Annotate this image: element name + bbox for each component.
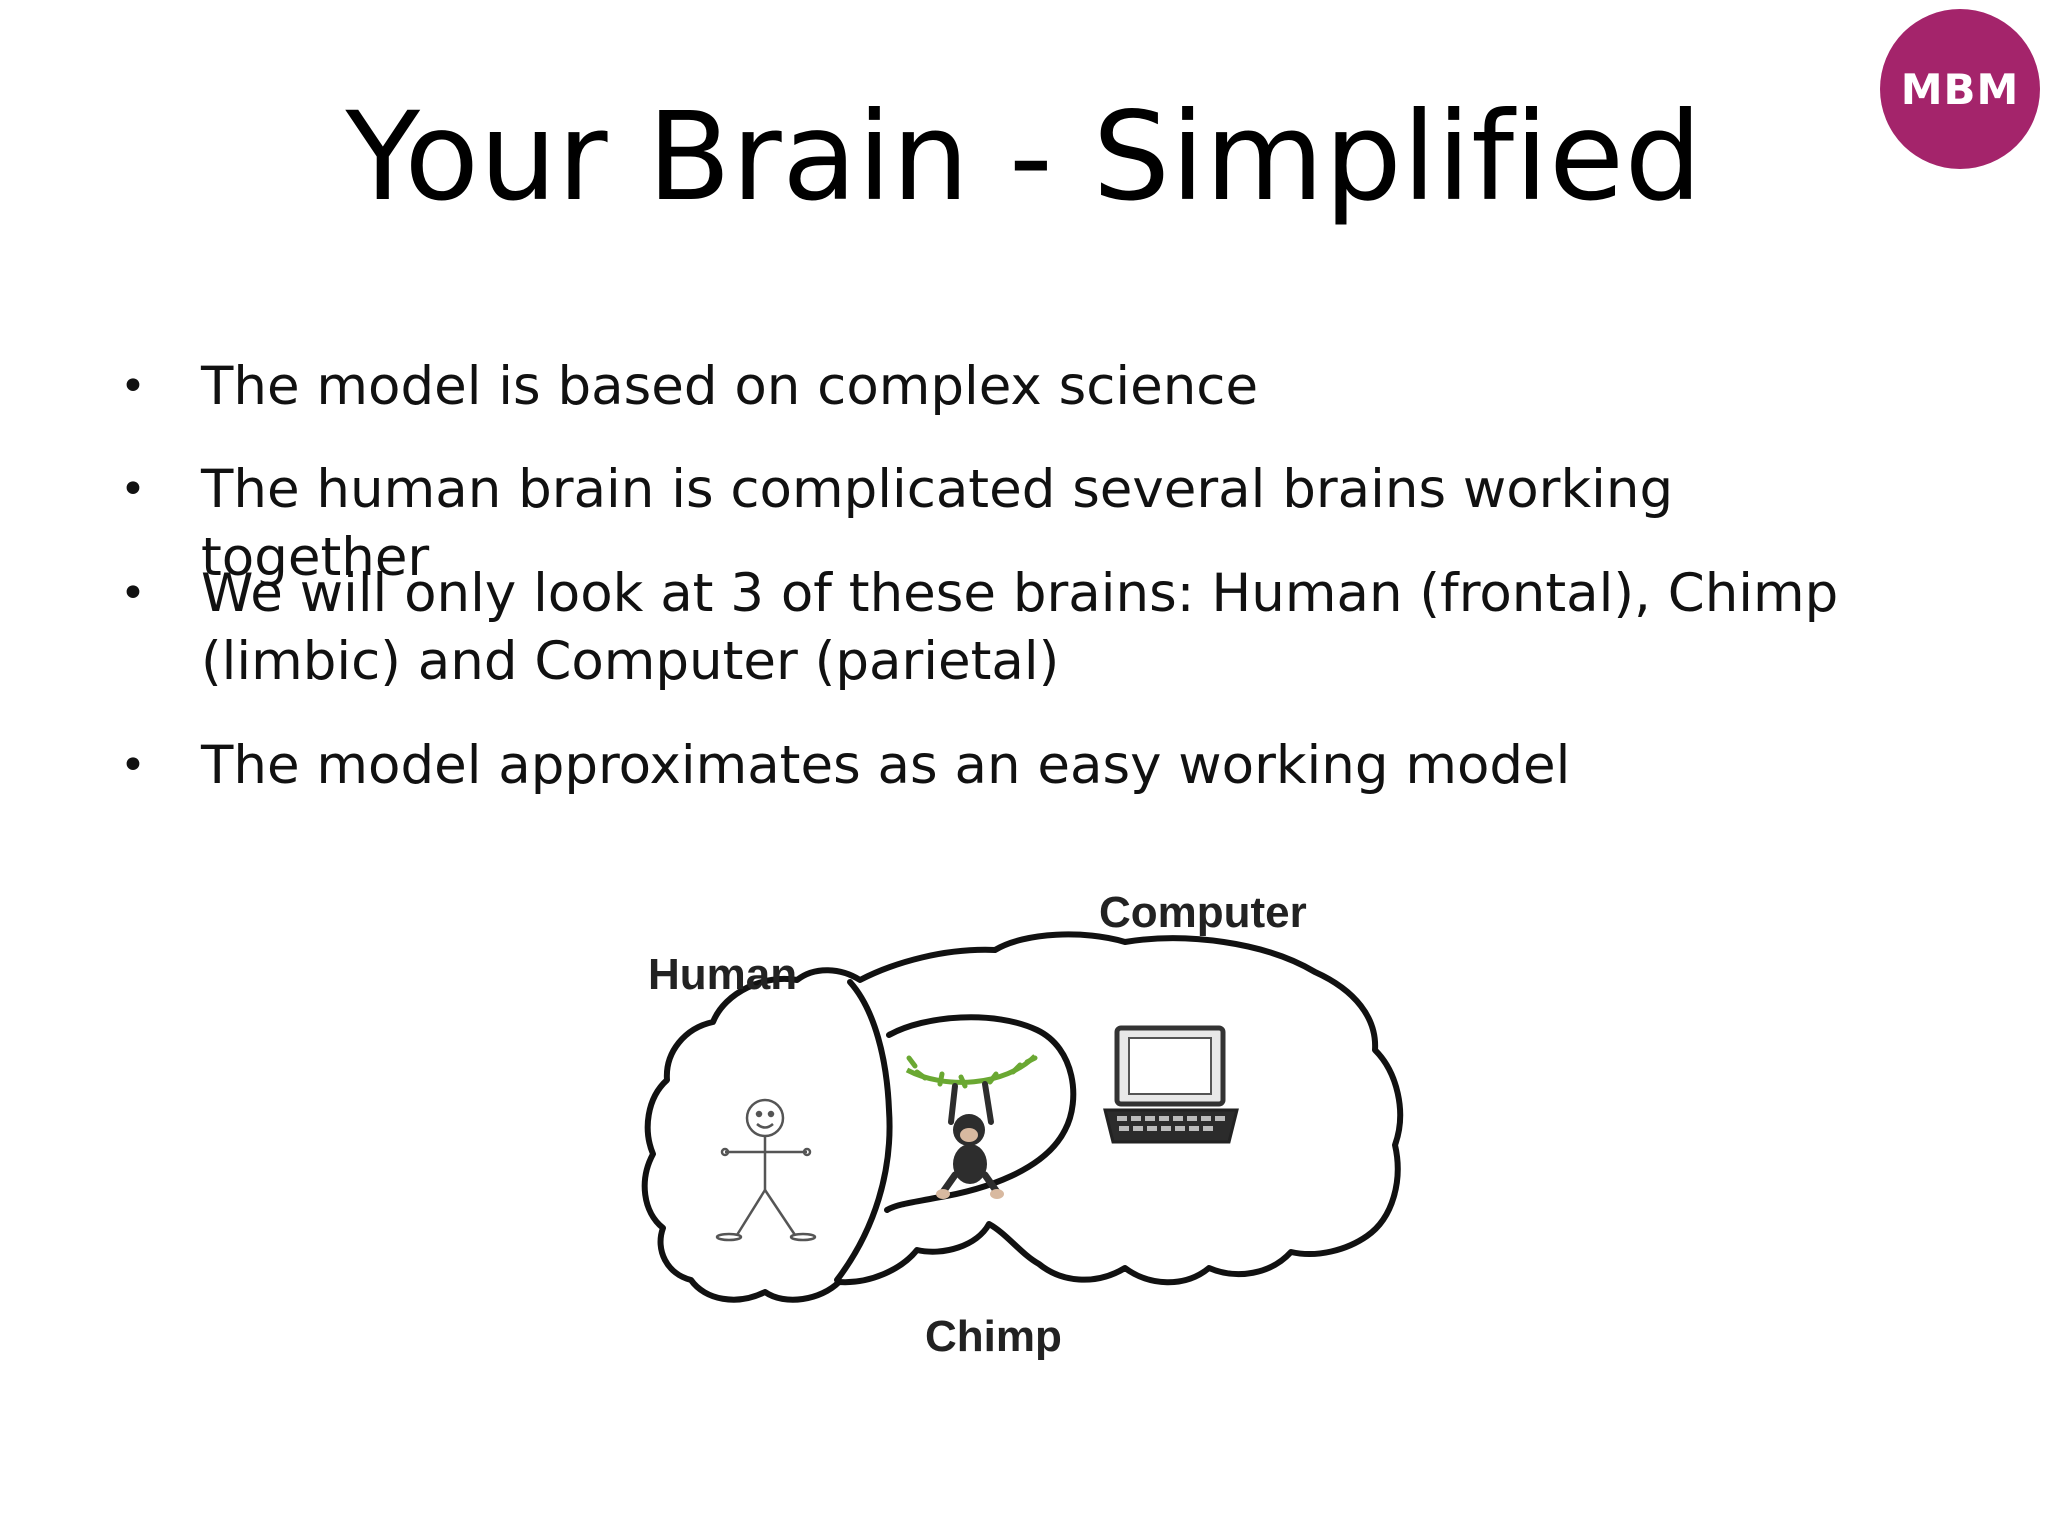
brain-illustration (641, 931, 1404, 1303)
brain-diagram: Human Computer Chimp (625, 850, 1405, 1420)
label-chimp: Chimp (925, 1312, 1062, 1361)
bullet-marker: • (120, 740, 146, 791)
limbic-region (884, 1014, 1077, 1213)
bullet-marker: • (120, 568, 146, 619)
bullet-text: The model approximates as an easy workin… (201, 735, 1571, 796)
monkey-on-vine-icon (905, 1054, 1038, 1199)
logo-text: MBM (1900, 64, 2020, 114)
bullet-text: The human brain is complicated several b… (201, 459, 1674, 588)
brain-outline (641, 931, 1404, 1303)
slide-title: Your Brain - Simplified (345, 86, 1703, 228)
stick-figure-icon (715, 1098, 817, 1242)
frontal-divider (834, 979, 893, 1283)
bullet-marker: • (120, 464, 146, 515)
label-human: Human (648, 950, 798, 999)
laptop-icon (1103, 1025, 1239, 1144)
bullet-text: The model is based on complex science (201, 356, 1259, 417)
bullet-text: We will only look at 3 of these brains: … (201, 563, 1839, 692)
label-computer: Computer (1099, 888, 1307, 937)
mbm-logo: MBM (1880, 9, 2040, 169)
bullet-marker: • (120, 361, 146, 412)
